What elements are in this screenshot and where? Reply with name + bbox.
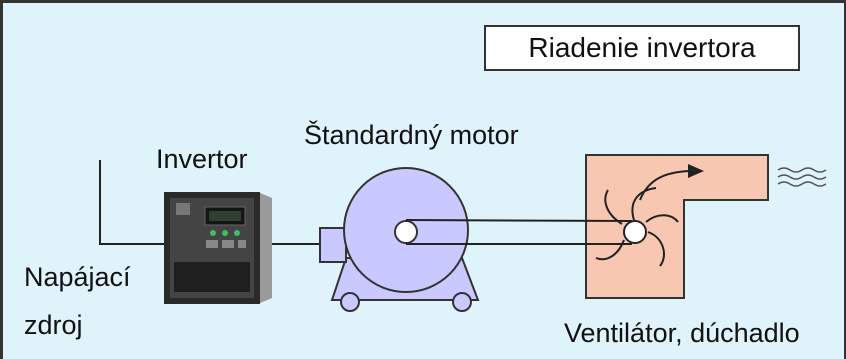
power-supply-label-line1: Napájací [24,262,131,292]
inverter-label: Invertor [156,144,248,174]
airflow-arrow-icon [639,164,704,201]
diagram-title: Riadenie invertora [484,25,800,71]
power-supply-label-line2: zdroj [24,310,83,340]
motor-icon [319,167,480,312]
fan-label: Ventilátor, dúchadlo [564,318,800,348]
belt-icon [405,219,633,245]
air-outflow-icon [777,167,827,187]
fan-duct-icon [585,154,769,299]
inverter-icon [164,192,272,304]
motor-label: Štandardný motor [304,120,519,150]
power-line-icon [99,160,172,245]
fan-rotor-icon [595,187,679,267]
